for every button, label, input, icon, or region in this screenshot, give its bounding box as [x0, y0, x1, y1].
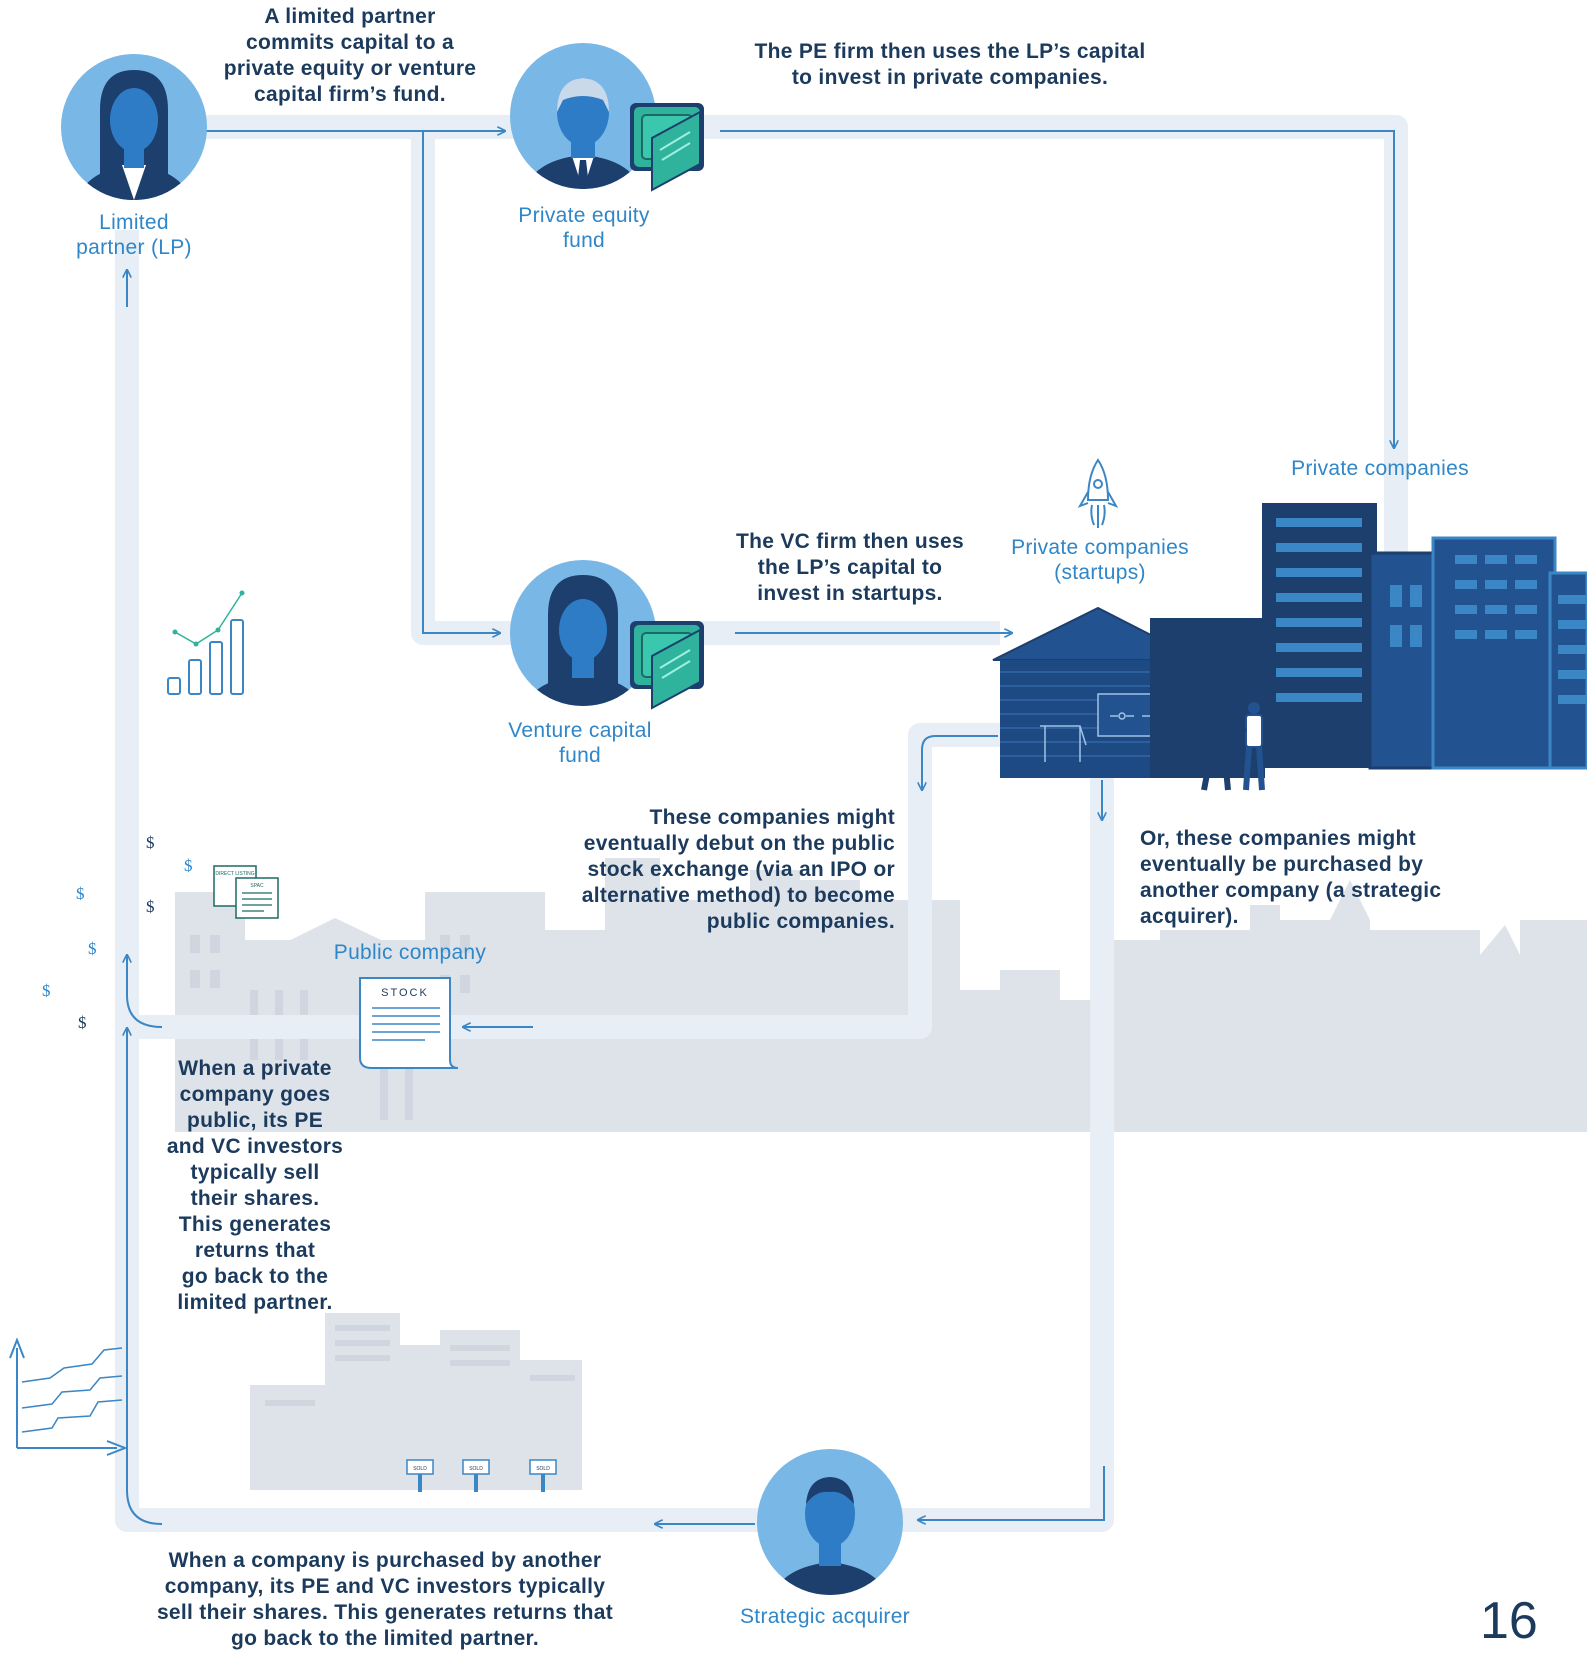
flow-arrows — [127, 131, 1394, 1524]
caption-vc-invests: The VC firm then uses the LP’s capital t… — [735, 530, 964, 605]
page-number: 16 — [1480, 1592, 1538, 1650]
caption-lp-commits: A limited partner commits capital to a p… — [223, 5, 477, 106]
dollar-sign: $ — [78, 1013, 87, 1032]
arrow-lp-to-vc — [422, 131, 500, 633]
acquirer-avatar-icon — [757, 1449, 903, 1595]
safe-icon — [630, 621, 704, 710]
dollar-sign: $ — [88, 939, 97, 958]
svg-text:SOLD: SOLD — [469, 1466, 483, 1472]
caption-public-returns: When a private company goes public, its … — [166, 1057, 344, 1314]
node-label-startups: Private companies (startups) — [1011, 536, 1189, 584]
handshake-people-icon — [1201, 702, 1265, 791]
stock-certificate-icon: STOCK — [359, 977, 459, 1069]
svg-text:SOLD: SOLD — [536, 1466, 550, 1472]
doc-spac-text: SPAC — [250, 883, 264, 889]
dollar-sign: $ — [76, 884, 85, 903]
vc-avatar-icon — [510, 560, 656, 706]
caption-pe-invests: The PE firm then uses the LP’s capital t… — [754, 40, 1146, 89]
caption-ipo: These companies might eventually debut o… — [581, 806, 895, 933]
growth-chart-icon — [167, 590, 245, 695]
lp-avatar-icon — [61, 54, 207, 200]
sold-sign: SOLD — [529, 1459, 557, 1492]
garage-icon — [992, 606, 1265, 778]
dollar-sign: $ — [146, 897, 155, 916]
arrow-pe-to-private — [720, 130, 1394, 448]
node-label-strategic-acquirer: Strategic acquirer — [740, 1605, 910, 1628]
caption-acquirer-returns: When a company is purchased by another c… — [156, 1549, 614, 1650]
dollar-sign: $ — [42, 981, 51, 1000]
sold-sign: SOLD — [406, 1459, 434, 1492]
arrow-acquirer-returns — [127, 1028, 163, 1525]
node-label-lp: Limited partner (LP) — [76, 211, 192, 259]
office-buildings-icon — [1262, 503, 1587, 770]
dollar-sign: $ — [146, 833, 155, 852]
sold-sign: SOLD — [462, 1459, 490, 1492]
doc-direct-listing-text: DIRECT LISTING — [215, 871, 254, 877]
arrow-to-acquirer — [918, 1466, 1105, 1520]
node-label-private-companies: Private companies — [1291, 457, 1469, 480]
safe-icon — [630, 103, 704, 192]
node-label-vc-fund: Venture capital fund — [508, 719, 652, 767]
node-label-public-company: Public company — [333, 941, 487, 964]
caption-acquisition: Or, these companies might eventually be … — [1140, 827, 1442, 928]
stepped-chart-icon — [9, 1337, 128, 1456]
sold-signs-icon: SOLD SOLD SOLD — [250, 1313, 582, 1492]
rocket-icon — [1077, 458, 1119, 528]
listing-documents-icon: DIRECT LISTING SPAC — [213, 865, 279, 919]
arrow-public-returns — [127, 955, 163, 1028]
pe-avatar-icon — [510, 43, 656, 189]
node-label-pe-fund: Private equity fund — [518, 204, 650, 252]
arrow-to-ipo — [922, 735, 998, 790]
svg-text:SOLD: SOLD — [413, 1466, 427, 1472]
dollar-sign: $ — [184, 856, 193, 875]
stock-certificate-text: STOCK — [381, 987, 429, 999]
